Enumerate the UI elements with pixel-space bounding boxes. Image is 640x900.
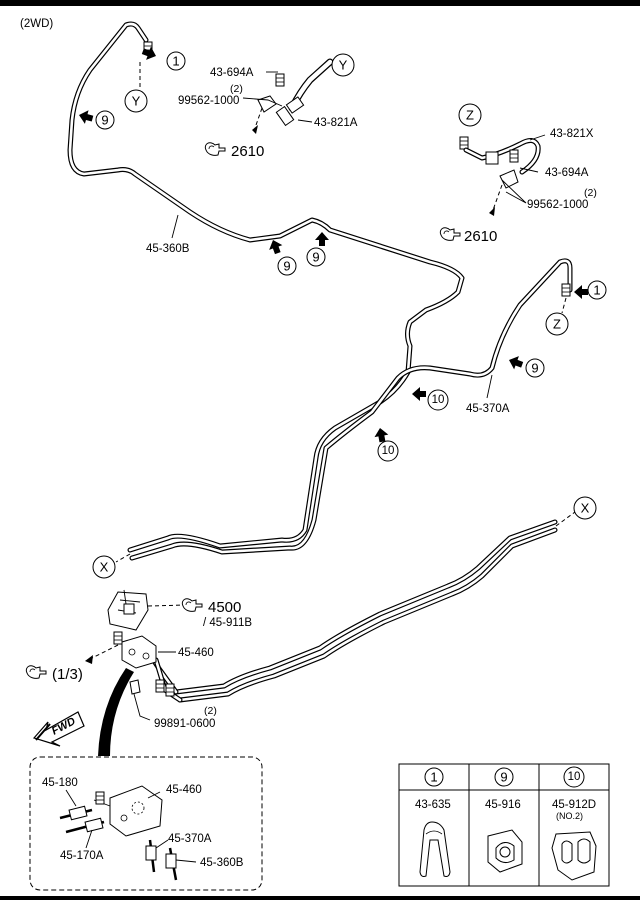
legend-note-no2: (NO.2)	[556, 811, 583, 821]
legend-part-45-916: 45-916	[485, 799, 521, 811]
svg-text:10: 10	[382, 445, 395, 457]
callout-10-b: 10	[373, 426, 399, 462]
svg-text:10: 10	[568, 771, 581, 783]
svg-text:Z: Z	[553, 317, 561, 332]
svg-text:9: 9	[500, 770, 507, 785]
part-45-911b: / 45-911B	[203, 617, 252, 629]
hose-assembly-43-821x: Z	[458, 103, 546, 216]
svg-text:2610: 2610	[231, 143, 264, 160]
legend-part-45-912d: 45-912D	[552, 799, 596, 811]
part-43-694a-upper: 43-694A	[210, 67, 254, 79]
callout-y-upper: 1 Y	[124, 41, 186, 113]
detail-part-45-170a: 45-170A	[60, 850, 104, 862]
fwd-arrow: FWD	[32, 711, 85, 747]
callout-9-right: 9	[506, 353, 545, 378]
part-99891: 99891-0600	[154, 718, 215, 730]
callout-x-right: X	[573, 496, 597, 520]
part-43-821x: 43-821X	[550, 128, 594, 140]
ref-4500: 4500	[208, 599, 241, 616]
junction-block-45-460	[85, 631, 176, 721]
svg-text:1: 1	[593, 283, 600, 298]
svg-text:X: X	[581, 501, 590, 516]
callout-9-mid-a: 9	[266, 237, 297, 276]
svg-text:1: 1	[430, 770, 437, 785]
brake-tube-45-370a	[129, 258, 573, 561]
bracket-45-911b	[107, 589, 203, 631]
svg-text:9: 9	[283, 259, 290, 274]
detail-part-45-360b: 45-360B	[200, 857, 244, 869]
detail-part-45-180: 45-180	[42, 777, 78, 789]
part-45-370a: 45-370A	[466, 403, 510, 415]
part-99562-upper: 99562-1000	[178, 95, 239, 107]
top-border	[0, 0, 640, 6]
part-43-694a-right: 43-694A	[545, 167, 589, 179]
callout-10-a: 10	[412, 387, 449, 411]
qty-99562-right: (2)	[584, 187, 597, 199]
svg-text:9: 9	[312, 250, 319, 265]
callout-z-right: 1 Z	[545, 280, 607, 336]
detail-part-45-460: 45-460	[166, 784, 202, 796]
legend-table: 1 9 10	[398, 763, 610, 887]
legend-part-43-635: 43-635	[415, 799, 451, 811]
svg-text:Y: Y	[339, 58, 348, 73]
svg-text:Y: Y	[132, 94, 141, 109]
svg-text:2610: 2610	[464, 228, 497, 245]
qty-99562-upper: (2)	[230, 83, 243, 95]
ref-1-3: (1/3)	[25, 665, 83, 683]
svg-text:(1/3): (1/3)	[52, 666, 83, 683]
part-99562-right: 99562-1000	[527, 199, 588, 211]
ref-2610-right: 2610	[439, 227, 497, 245]
svg-text:10: 10	[432, 394, 445, 406]
part-45-460-main: 45-460	[178, 647, 214, 659]
hose-assembly-43-821a: Y	[242, 53, 355, 134]
part-45-360b: 45-360B	[146, 243, 190, 255]
detail-pointer	[98, 668, 134, 756]
ref-2610-upper: 2610	[204, 142, 264, 160]
part-43-821a: 43-821A	[314, 117, 358, 129]
detail-part-45-370a: 45-370A	[168, 833, 212, 845]
svg-text:9: 9	[531, 361, 538, 376]
svg-text:1: 1	[172, 54, 179, 69]
variant-label: (2WD)	[20, 18, 53, 30]
callout-x-left: X	[92, 553, 131, 579]
detail-inset	[29, 756, 263, 891]
rear-tubes	[147, 511, 576, 703]
svg-text:9: 9	[101, 113, 108, 128]
svg-text:X: X	[100, 560, 109, 575]
qty-99891: (2)	[204, 705, 217, 717]
callout-9-left: 9	[77, 108, 115, 130]
callout-9-mid-b: 9	[306, 232, 329, 267]
svg-text:Z: Z	[466, 108, 474, 123]
bottom-border	[0, 896, 640, 900]
brake-tube-45-360b	[67, 21, 465, 553]
